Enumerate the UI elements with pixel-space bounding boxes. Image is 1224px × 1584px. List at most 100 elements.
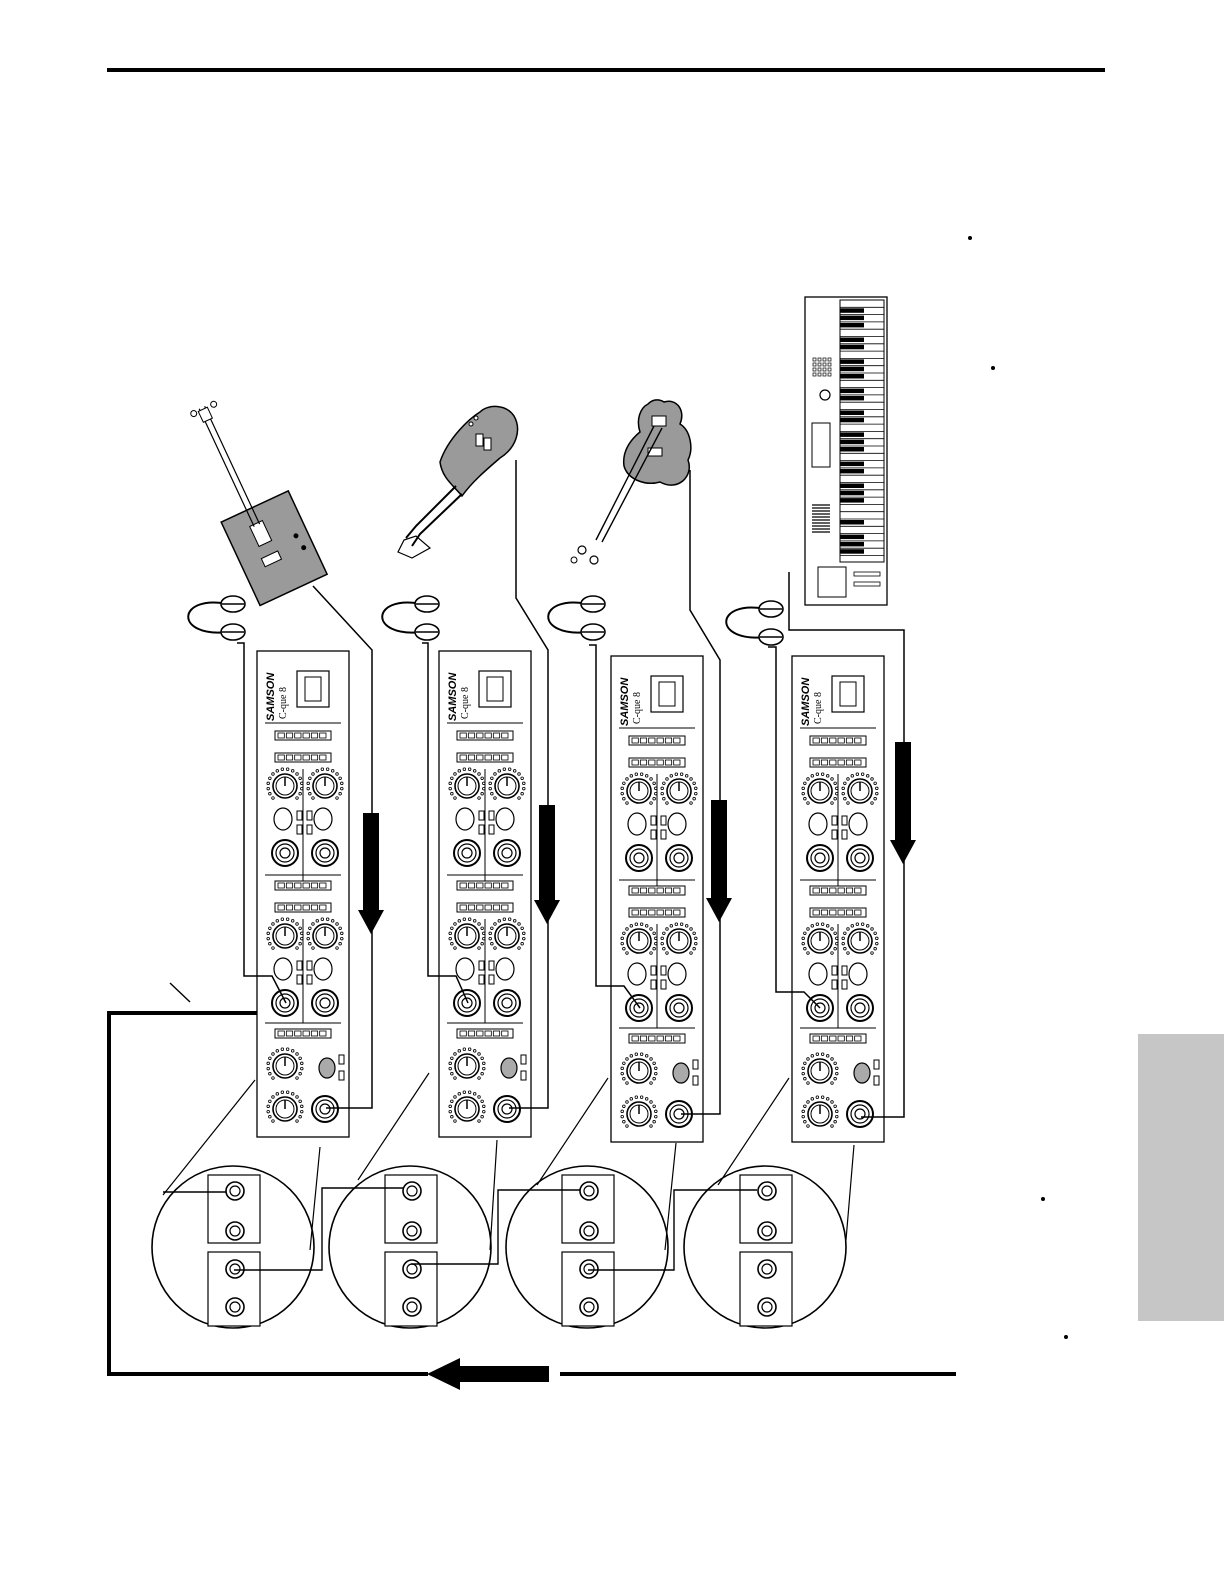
- button: [668, 813, 686, 835]
- knob-tick: [807, 1101, 810, 1104]
- led-segment: [665, 1036, 671, 1041]
- knob-tick: [693, 947, 696, 950]
- button: [628, 813, 646, 835]
- knob-tick: [286, 768, 289, 771]
- knob-tick: [804, 782, 807, 785]
- switch: [651, 816, 656, 825]
- knob-tick: [478, 1053, 481, 1056]
- detail-jack: [403, 1260, 421, 1278]
- knob-tick: [650, 928, 653, 931]
- knob-tick: [640, 1096, 643, 1099]
- knob-tick: [269, 792, 272, 795]
- switch: [651, 980, 656, 989]
- knob-tick: [804, 797, 807, 800]
- detail-jack: [580, 1182, 598, 1200]
- knob-tick: [522, 932, 525, 935]
- switch: [693, 1076, 698, 1085]
- knob-tick: [286, 918, 289, 921]
- knob-tick: [468, 1091, 471, 1094]
- jack-hole: [855, 1003, 865, 1013]
- knob-tick: [267, 937, 270, 940]
- signal-arrow: [534, 805, 560, 924]
- led-segment: [278, 883, 284, 888]
- black-key: [840, 323, 864, 328]
- knob-tick: [645, 1098, 648, 1101]
- knob-tick: [463, 1091, 466, 1094]
- led-segment: [821, 1036, 827, 1041]
- black-key: [840, 462, 864, 467]
- led-segment: [855, 738, 861, 743]
- knob-tick: [269, 1057, 272, 1060]
- black-key: [840, 345, 864, 350]
- led-segment: [640, 888, 646, 893]
- knob-tick: [680, 773, 683, 776]
- display-inner: [659, 682, 675, 706]
- knob-tick: [331, 920, 334, 923]
- knob-tick: [807, 928, 810, 931]
- control-knob: [474, 416, 478, 420]
- knob-tick: [296, 773, 299, 776]
- detail-jack: [580, 1222, 598, 1240]
- knob-tick: [309, 927, 312, 930]
- led-segment: [460, 733, 466, 738]
- knob-tick: [640, 773, 643, 776]
- jack-detail-zoom: [152, 1166, 314, 1328]
- led-segment: [295, 883, 301, 888]
- knob-tick: [661, 937, 664, 940]
- knob-tick: [339, 777, 342, 780]
- knob-tick: [300, 1067, 303, 1070]
- knob-tick: [481, 942, 484, 945]
- led-segment: [278, 733, 284, 738]
- knob-tick: [842, 942, 845, 945]
- knob-tick: [468, 918, 471, 921]
- black-key: [840, 469, 864, 474]
- knob-tick: [449, 1105, 452, 1108]
- knob-tick: [463, 1048, 466, 1051]
- knob-tick: [339, 927, 342, 930]
- knob-tick: [463, 768, 466, 771]
- knob-tick: [340, 782, 343, 785]
- knob-tick: [267, 787, 270, 790]
- tuner: [190, 410, 198, 418]
- knob-tick: [650, 1082, 653, 1085]
- knob-tick: [272, 797, 275, 800]
- jack-hole: [320, 1104, 330, 1114]
- jack-hole: [855, 853, 865, 863]
- knob-tick: [267, 1110, 270, 1113]
- knob-tick: [690, 928, 693, 931]
- led-segment: [493, 1031, 499, 1036]
- knob-tick: [458, 1093, 461, 1096]
- knob-tick: [834, 1105, 837, 1108]
- switch: [661, 966, 666, 975]
- knob-tick: [481, 777, 484, 780]
- led-meter: [629, 758, 685, 767]
- panel-box: [818, 567, 846, 597]
- knob-tick: [518, 923, 521, 926]
- knob-tick: [831, 1125, 834, 1128]
- switch: [297, 961, 302, 970]
- knob-tick: [307, 782, 310, 785]
- knob-tick: [300, 1062, 303, 1065]
- switch: [874, 1076, 879, 1085]
- display-inner: [487, 677, 503, 701]
- led-segment: [649, 1036, 655, 1041]
- knob-tick: [503, 918, 506, 921]
- knob-tick: [312, 923, 315, 926]
- cable: [406, 486, 456, 538]
- detail-jack: [758, 1260, 776, 1278]
- knob-tick: [653, 1120, 656, 1123]
- knob-tick: [834, 1077, 837, 1080]
- knob-tick: [494, 923, 497, 926]
- detail-jack: [403, 1182, 421, 1200]
- jack-hole: [674, 853, 684, 863]
- knob-tick: [272, 1096, 275, 1099]
- button-grey: [501, 1058, 517, 1078]
- headphones-icon: [188, 596, 245, 640]
- detail-jack: [403, 1222, 421, 1240]
- led-segment: [477, 1031, 483, 1036]
- switch: [479, 961, 484, 970]
- knob-tick: [521, 792, 524, 795]
- knob-tick: [626, 1101, 629, 1104]
- knob-tick: [866, 775, 869, 778]
- switch: [651, 966, 656, 975]
